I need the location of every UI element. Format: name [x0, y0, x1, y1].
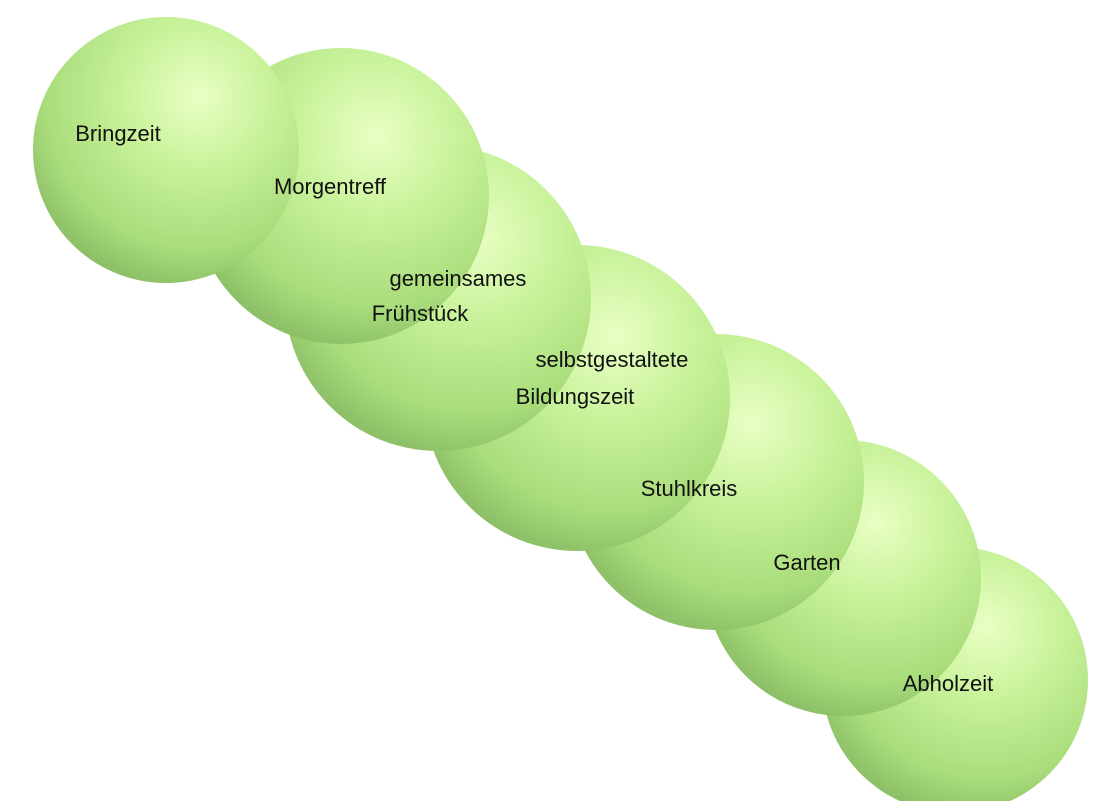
segment-morgentreff-label: Morgentreff — [274, 174, 387, 199]
segment-stuhlkreis-label: Stuhlkreis — [641, 476, 738, 501]
segment-selbstgestaltete-bildungszeit-label: selbstgestaltete Bildungszeit — [516, 347, 695, 409]
segment-bringzeit-label: Bringzeit — [75, 121, 161, 146]
segment-gemeinsames-fruehstueck-label: gemeinsames Frühstück — [372, 266, 533, 326]
segment-labels: Bringzeit Morgentreff gemeinsames Frühst… — [75, 121, 993, 696]
segment-abholzeit-label: Abholzeit — [903, 671, 994, 696]
segment-bringzeit-shape — [33, 17, 299, 283]
segment-shapes — [33, 17, 1088, 801]
segment-garten-label: Garten — [773, 550, 840, 575]
